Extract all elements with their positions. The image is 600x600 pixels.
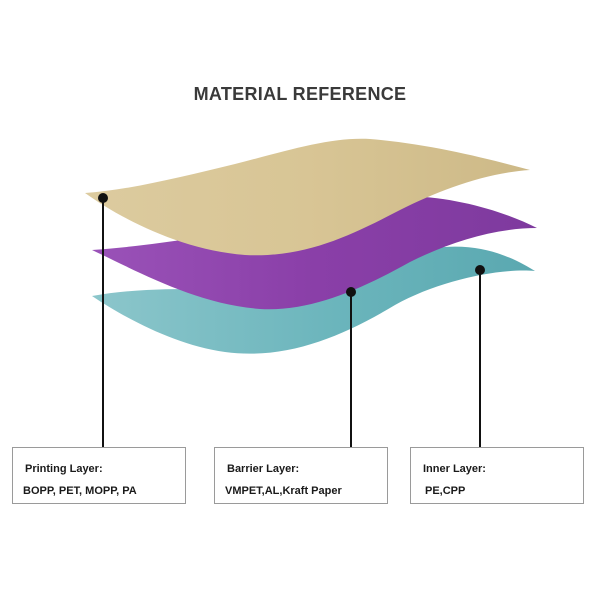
barrier-layer-box: Barrier Layer: VMPET,AL,Kraft Paper xyxy=(214,447,388,504)
barrier-layer-materials: VMPET,AL,Kraft Paper xyxy=(225,485,342,497)
printing-layer-box: Printing Layer: BOPP, PET, MOPP, PA xyxy=(12,447,186,504)
printing-connector-dot xyxy=(98,193,108,203)
inner-connector-dot xyxy=(475,265,485,275)
inner-layer-materials: PE,CPP xyxy=(425,485,466,497)
printing-layer-heading: Printing Layer: xyxy=(25,463,103,475)
printing-layer-materials: BOPP, PET, MOPP, PA xyxy=(23,485,137,497)
barrier-layer-heading: Barrier Layer: xyxy=(227,463,300,475)
inner-layer-box: Inner Layer: PE,CPP xyxy=(410,447,584,504)
barrier-layer-sheet xyxy=(92,196,537,310)
barrier-connector-dot xyxy=(346,287,356,297)
inner-layer-heading: Inner Layer: xyxy=(423,463,486,475)
diagram-title: MATERIAL REFERENCE xyxy=(193,84,407,104)
printing-layer-sheet xyxy=(85,138,530,256)
